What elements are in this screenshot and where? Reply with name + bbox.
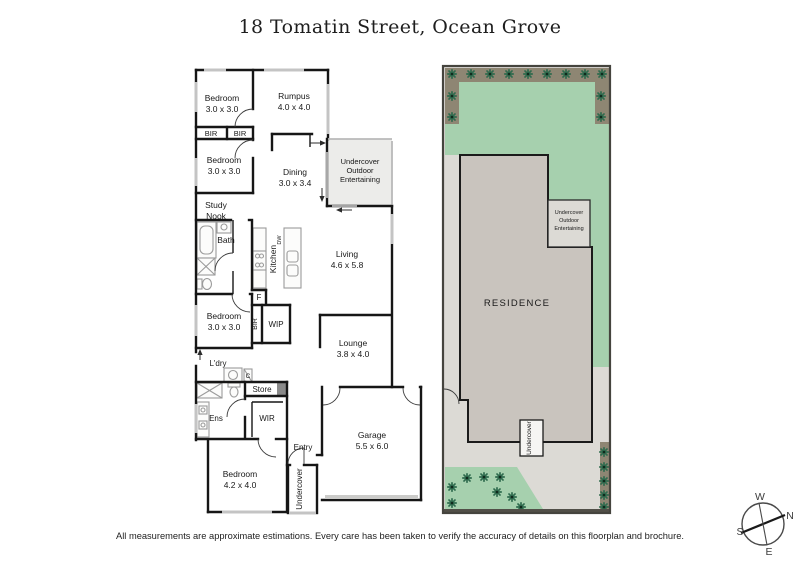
living-dims: 4.6 x 5.8: [331, 260, 364, 270]
dishwasher-label: DW: [277, 235, 283, 245]
site-plan: Undercover Outdoor Entertaining RESIDENC…: [441, 64, 612, 515]
outdoor-label-1: Undercover: [341, 157, 380, 166]
study-nook-label-2: Nook: [206, 211, 227, 221]
windows: [194, 68, 418, 515]
compass-cross: [758, 502, 768, 546]
lounge-dims: 3.8 x 4.0: [337, 349, 370, 359]
floor-plan: Bedroom 3.0 x 3.0 Rumpus 4.0 x 4.0 BIR B…: [194, 68, 423, 515]
garage-label: Garage: [358, 430, 387, 440]
living-label: Living: [336, 249, 358, 259]
dining-label: Dining: [283, 167, 307, 177]
compass-east: E: [765, 546, 772, 558]
door-arcs: [214, 108, 421, 465]
laundry-fixtures: [223, 367, 286, 395]
laundry-label: L'dry: [209, 359, 226, 368]
site-boundary: [441, 64, 612, 515]
site-undercover-label: Undercover: [526, 420, 533, 454]
compass: W N S E: [736, 491, 793, 558]
outdoor-label-3: Entertaining: [340, 175, 380, 184]
site-outdoor-label-3: Entertaining: [554, 226, 583, 232]
wip-label: WIP: [268, 320, 283, 329]
site-porch-box: [519, 419, 544, 457]
bedroom3-label: Bedroom: [207, 311, 242, 321]
bath-label: Bath: [217, 235, 235, 245]
bir-right-label: BIR: [234, 129, 247, 138]
undercover-label: Undercover: [295, 468, 304, 510]
dining-dims: 3.0 x 3.4: [279, 178, 312, 188]
bedroom1-dims: 3.0 x 3.0: [206, 104, 239, 114]
store-label: Store: [252, 385, 272, 394]
entry-label: Entry: [294, 443, 313, 452]
disclaimer-text: All measurements are approximate estimat…: [116, 531, 684, 541]
room-labels: Bedroom 3.0 x 3.0 Rumpus 4.0 x 4.0 BIR B…: [205, 91, 389, 510]
bedroom2-label: Bedroom: [207, 155, 242, 165]
bedroom3-dims: 3.0 x 3.0: [208, 322, 241, 332]
door-arrows: [197, 140, 352, 360]
study-nook-label-1: Study: [205, 200, 227, 210]
outdoor-label-2: Outdoor: [346, 166, 374, 175]
compass-circle: [741, 502, 785, 546]
kitchen-fixtures: [252, 227, 302, 289]
site-outdoor-box: [547, 199, 591, 248]
outdoor-entertaining-floor: [328, 139, 392, 206]
ensuite-fixtures: [196, 382, 241, 438]
ensuite-label: Ens: [209, 414, 223, 423]
page-title: 18 Tomatin Street, Ocean Grove: [238, 16, 562, 38]
lawn-area: [445, 68, 609, 367]
rumpus-label: Rumpus: [278, 91, 310, 101]
cupboard-label: C: [246, 373, 251, 380]
site-outdoor-label-2: Outdoor: [559, 218, 579, 224]
rumpus-dims: 4.0 x 4.0: [278, 102, 311, 112]
bir-left-label: BIR: [205, 129, 218, 138]
site-outdoor-label-1: Undercover: [555, 210, 584, 216]
kitchen-label: Kitchen: [268, 245, 278, 274]
compass-north: N: [786, 510, 794, 522]
bedroom4-label: Bedroom: [223, 469, 258, 479]
compass-west: W: [755, 491, 765, 503]
compass-south: S: [736, 526, 743, 538]
side-gate-arc: [443, 388, 460, 405]
bedroom1-label: Bedroom: [205, 93, 240, 103]
wir-label: WIR: [259, 414, 275, 423]
lounge-label: Lounge: [339, 338, 368, 348]
bedroom4-dims: 4.2 x 4.0: [224, 480, 257, 490]
bir3-label: BIR: [252, 318, 259, 330]
residence-footprint: [459, 154, 593, 443]
bathroom-fixtures: [196, 221, 232, 291]
bedroom2-dims: 3.0 x 3.0: [208, 166, 241, 176]
fridge-label: F: [257, 293, 262, 302]
residence-label: RESIDENCE: [484, 298, 550, 309]
garage-dims: 5.5 x 6.0: [356, 441, 389, 451]
